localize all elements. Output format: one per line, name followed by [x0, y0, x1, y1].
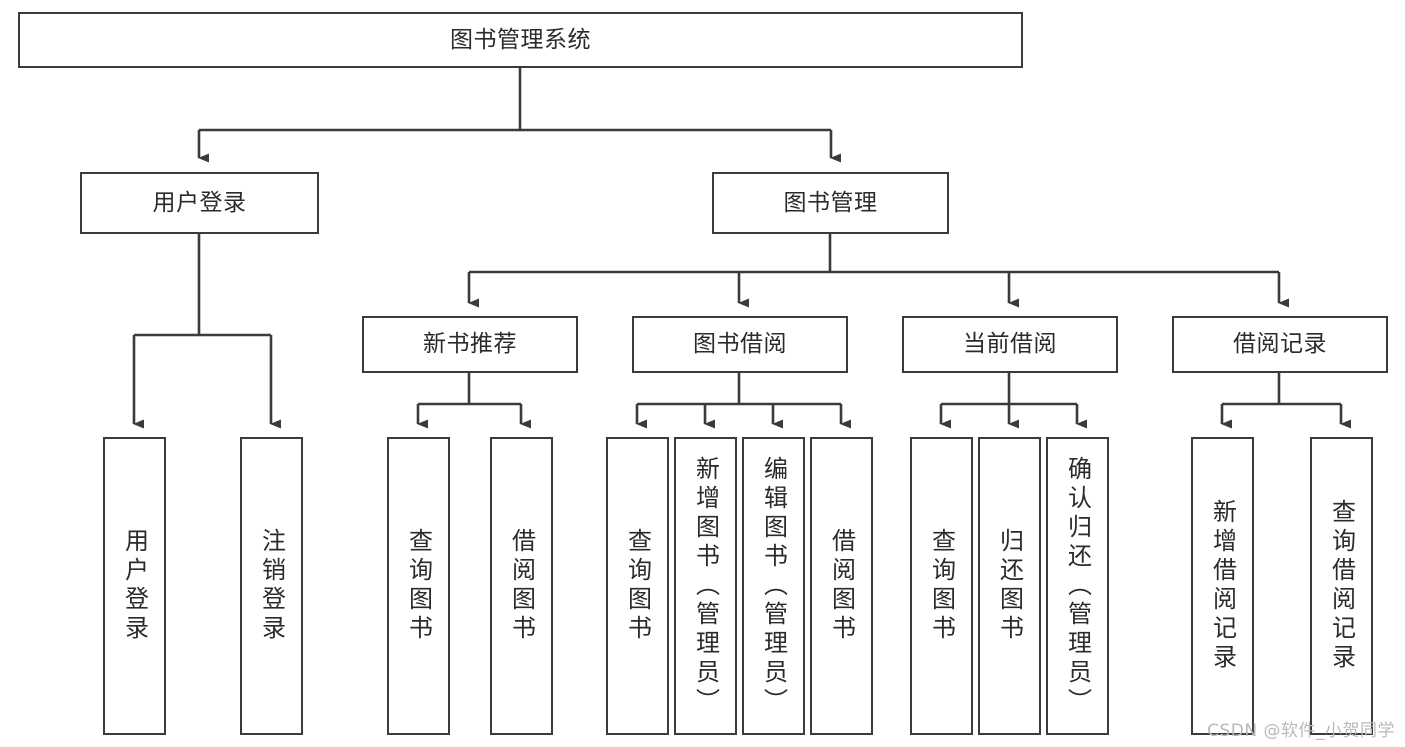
- node-label: 图书管理: [783, 189, 878, 216]
- node-label: 借阅记录: [1233, 331, 1327, 358]
- node-label: 借阅图书: [507, 528, 536, 644]
- node-label: 新增借阅记录: [1208, 499, 1237, 673]
- node-current-borrow[interactable]: 当前借阅: [902, 316, 1118, 373]
- node-label: 查询图书: [623, 528, 652, 644]
- leaf-borrow-add-book-admin[interactable]: 新增图书（管理员）: [674, 437, 737, 735]
- node-label: 用户登录: [120, 528, 149, 644]
- node-label: 确认归还（管理员）: [1063, 455, 1092, 717]
- leaf-user-login-login[interactable]: 用户登录: [103, 437, 166, 735]
- node-label: 注销登录: [257, 528, 286, 644]
- node-new-book-recommend[interactable]: 新书推荐: [362, 316, 578, 373]
- leaf-borrow-borrow-book[interactable]: 借阅图书: [810, 437, 873, 735]
- node-label: 用户登录: [152, 189, 247, 216]
- leaf-record-add-record[interactable]: 新增借阅记录: [1191, 437, 1254, 735]
- leaf-current-query-book[interactable]: 查询图书: [910, 437, 973, 735]
- leaf-borrow-edit-book-admin[interactable]: 编辑图书（管理员）: [742, 437, 805, 735]
- node-book-borrow[interactable]: 图书借阅: [632, 316, 848, 373]
- node-user-login[interactable]: 用户登录: [80, 172, 319, 234]
- node-label: 图书借阅: [693, 331, 787, 358]
- leaf-recommend-borrow-book[interactable]: 借阅图书: [490, 437, 553, 735]
- node-label: 新增图书（管理员）: [691, 455, 720, 717]
- node-label: 图书管理系统: [450, 26, 591, 53]
- leaf-user-login-logout[interactable]: 注销登录: [240, 437, 303, 735]
- node-label: 借阅图书: [827, 528, 856, 644]
- node-root-system[interactable]: 图书管理系统: [18, 12, 1023, 68]
- leaf-current-confirm-return-admin[interactable]: 确认归还（管理员）: [1046, 437, 1109, 735]
- leaf-current-return-book[interactable]: 归还图书: [978, 437, 1041, 735]
- leaf-record-query-record[interactable]: 查询借阅记录: [1310, 437, 1373, 735]
- node-label: 查询图书: [404, 528, 433, 644]
- node-label: 编辑图书（管理员）: [759, 455, 788, 717]
- leaf-recommend-query-book[interactable]: 查询图书: [387, 437, 450, 735]
- watermark-text: CSDN @软件_小贺同学: [1207, 721, 1395, 741]
- node-label: 归还图书: [995, 528, 1024, 644]
- leaf-borrow-query-book[interactable]: 查询图书: [606, 437, 669, 735]
- node-label: 新书推荐: [423, 331, 517, 358]
- node-label: 查询图书: [927, 528, 956, 644]
- node-borrow-record[interactable]: 借阅记录: [1172, 316, 1388, 373]
- node-label: 当前借阅: [963, 331, 1057, 358]
- node-label: 查询借阅记录: [1327, 499, 1356, 673]
- node-book-management[interactable]: 图书管理: [712, 172, 949, 234]
